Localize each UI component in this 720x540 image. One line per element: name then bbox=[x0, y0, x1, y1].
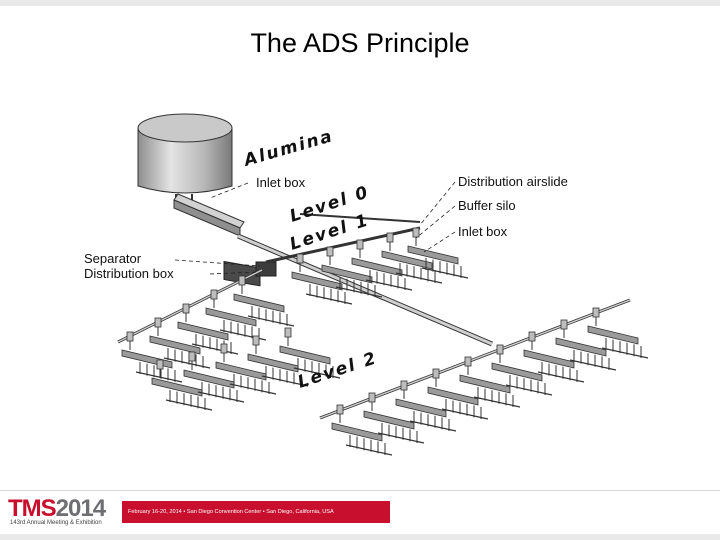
buffer-silo bbox=[412, 227, 420, 238]
inlet-box bbox=[491, 362, 543, 382]
footer: TMS2014 143rd Annual Meeting & Exhibitio… bbox=[0, 490, 720, 535]
distribution-airslide-main bbox=[237, 213, 493, 347]
buffer-silo bbox=[220, 343, 228, 354]
inlet-box bbox=[177, 321, 229, 341]
pot-rail bbox=[569, 359, 617, 371]
pot-rail bbox=[335, 286, 383, 298]
leader-lines bbox=[174, 181, 456, 275]
separator-box bbox=[255, 261, 277, 277]
inlet-box bbox=[395, 398, 447, 418]
buffer-silo bbox=[464, 356, 472, 367]
buffer-silo bbox=[368, 392, 376, 403]
pot-rail bbox=[395, 272, 443, 284]
buffer-silo bbox=[252, 335, 260, 346]
buffer-silo bbox=[154, 317, 162, 328]
pot-rail bbox=[261, 375, 309, 387]
tms-logo: TMS2014 143rd Annual Meeting & Exhibitio… bbox=[8, 495, 120, 531]
inlet-box bbox=[291, 271, 343, 291]
buffer-silo bbox=[238, 275, 246, 286]
level1-line-upper bbox=[265, 226, 421, 264]
inlet-box bbox=[321, 264, 373, 284]
pot-rail bbox=[345, 444, 393, 456]
inlet-box bbox=[331, 422, 383, 442]
inlet-box bbox=[407, 245, 459, 265]
level1-line-left bbox=[117, 268, 263, 344]
buffer-silo bbox=[284, 327, 292, 338]
inlet-box bbox=[523, 349, 575, 369]
buffer-silo-label: Buffer silo bbox=[458, 198, 516, 213]
inlet-box bbox=[149, 335, 201, 355]
buffer-silo bbox=[400, 380, 408, 391]
logo-text: TMS2014 bbox=[8, 495, 106, 523]
inlet-box bbox=[233, 293, 285, 313]
buffer-silo bbox=[336, 404, 344, 415]
buffer-silo bbox=[188, 351, 196, 362]
buffer-silo bbox=[432, 368, 440, 379]
inlet-box bbox=[151, 377, 203, 397]
inlet-box bbox=[427, 386, 479, 406]
alumina-label: Alumina bbox=[240, 126, 336, 171]
level0-conveyor bbox=[173, 193, 261, 287]
buffer-silo bbox=[296, 253, 304, 264]
pot-cells bbox=[121, 227, 649, 456]
inlet-box bbox=[555, 337, 607, 357]
bottom-stripe bbox=[0, 534, 720, 540]
inlet-box bbox=[381, 250, 433, 270]
pot-rail bbox=[135, 371, 183, 383]
distribution-box-label: Distribution box bbox=[84, 266, 174, 281]
buffer-silo bbox=[560, 319, 568, 330]
pot-rail bbox=[293, 367, 341, 379]
pot-rail bbox=[537, 371, 585, 383]
inlet-box bbox=[459, 374, 511, 394]
inlet-box bbox=[351, 257, 403, 277]
pot-rail bbox=[441, 408, 489, 420]
buffer-silo bbox=[126, 331, 134, 342]
inlet-box bbox=[587, 325, 639, 345]
event-info-bar: February 16-20, 2014 • San Diego Convent… bbox=[122, 501, 390, 523]
buffer-silo bbox=[356, 239, 364, 250]
pot-rail bbox=[229, 383, 277, 395]
inlet-box bbox=[183, 369, 235, 389]
pot-rail bbox=[421, 267, 469, 279]
buffer-silo bbox=[156, 359, 164, 370]
logo-main: TMS bbox=[8, 495, 57, 522]
buffer-silo bbox=[592, 307, 600, 318]
inlet-box bbox=[247, 353, 299, 373]
pot-rail bbox=[473, 396, 521, 408]
pot-rail bbox=[165, 399, 213, 411]
pot-rail bbox=[409, 420, 457, 432]
inlet-box-label-right: Inlet box bbox=[458, 224, 508, 239]
alumina-silo bbox=[137, 113, 233, 206]
logo-year: 2014 bbox=[55, 495, 106, 522]
slide-title: The ADS Principle bbox=[250, 28, 470, 58]
separator-label: Separator bbox=[84, 251, 142, 266]
pot-rail bbox=[163, 357, 211, 369]
buffer-silo bbox=[528, 331, 536, 342]
inlet-box-label-top: Inlet box bbox=[256, 175, 306, 190]
distribution-airslide-label: Distribution airslide bbox=[458, 174, 568, 189]
buffer-silo bbox=[386, 232, 394, 243]
inlet-box bbox=[363, 410, 415, 430]
inlet-box bbox=[279, 345, 331, 365]
pot-rail bbox=[601, 347, 649, 359]
top-stripe bbox=[0, 0, 720, 6]
pot-rail bbox=[305, 293, 353, 305]
pot-rail bbox=[247, 315, 295, 327]
buffer-silo bbox=[496, 344, 504, 355]
pot-rail bbox=[365, 279, 413, 291]
inlet-box bbox=[205, 307, 257, 327]
buffer-silo bbox=[326, 246, 334, 257]
pot-rail bbox=[197, 391, 245, 403]
buffer-silo bbox=[182, 303, 190, 314]
buffer-silo bbox=[210, 289, 218, 300]
logo-subtitle: 143rd Annual Meeting & Exhibition bbox=[10, 520, 102, 526]
pot-rail bbox=[377, 432, 425, 444]
inlet-box bbox=[215, 361, 267, 381]
pot-rail bbox=[191, 343, 239, 355]
pot-rail bbox=[505, 384, 553, 396]
